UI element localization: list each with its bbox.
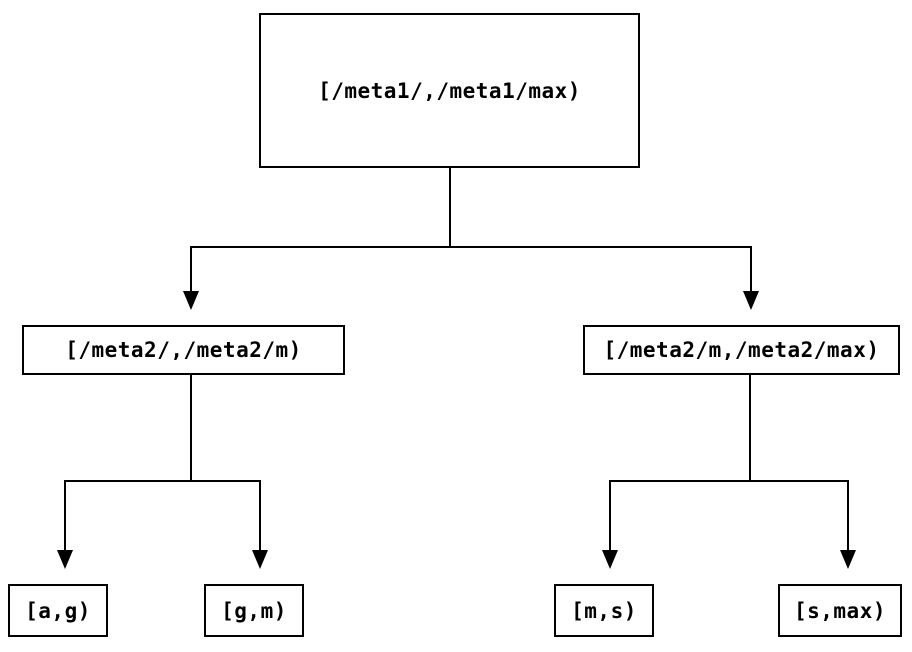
arrow-down-icon: [57, 550, 73, 569]
arrow-down-icon: [183, 291, 199, 310]
arrow-down-icon: [743, 291, 759, 310]
tree-node-leaf-gm: [g,m): [204, 584, 304, 637]
tree-node-root: [/meta1/,/meta1/max): [259, 13, 640, 168]
edge-root-to-children: [190, 168, 752, 292]
edge-left-to-children: [64, 375, 261, 551]
tree-node-meta2-low: [/meta2/,/meta2/m): [22, 325, 345, 375]
tree-node-meta2-high: [/meta2/m,/meta2/max): [583, 325, 900, 375]
tree-node-leaf-smax: [s,max): [778, 584, 902, 637]
edge-right-to-children: [609, 375, 849, 551]
tree-node-leaf-ag: [a,g): [8, 584, 108, 637]
arrow-down-icon: [252, 550, 268, 569]
arrow-down-icon: [602, 550, 618, 569]
arrow-down-icon: [840, 550, 856, 569]
tree-node-leaf-ms: [m,s): [554, 584, 654, 637]
